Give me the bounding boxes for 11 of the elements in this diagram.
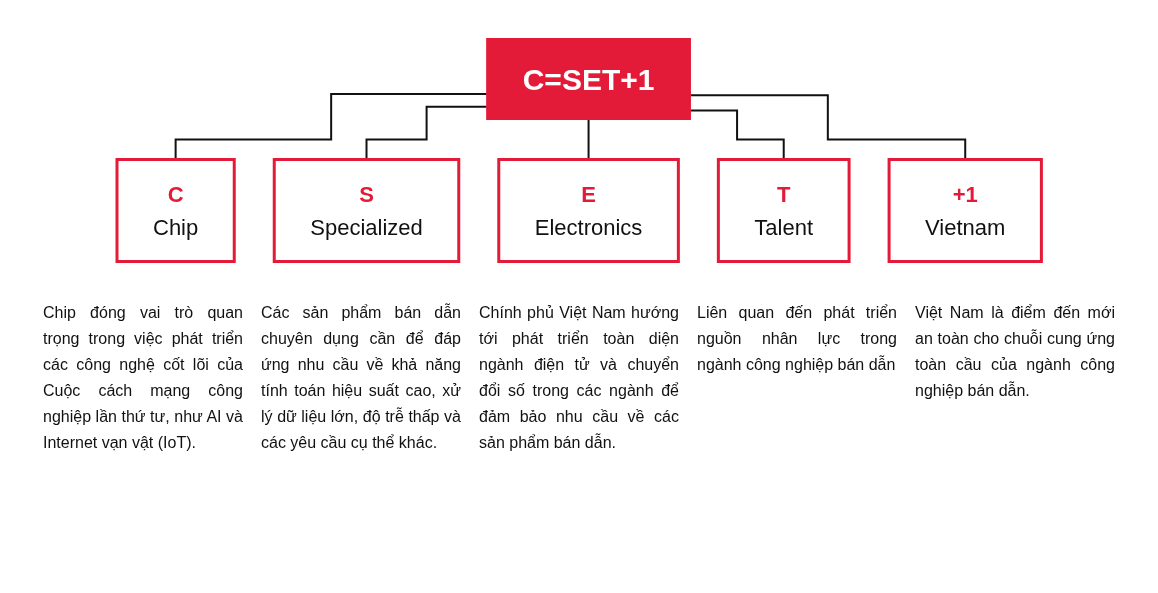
description-text: Liên quan đến phát triển nguồn nhân lực trong ngành công nghiệp bán dẫn bbox=[697, 303, 897, 375]
node-box: T Talent bbox=[716, 158, 851, 263]
description-text: Chính phủ Việt Nam hướng tới phát triển toàn diện ngành điện tử và chuyển đổi số trong các ngành để đảm bảo nhu cầu về các sản phẩm bán dẫn. bbox=[479, 303, 679, 453]
node-box: E Electronics bbox=[497, 158, 680, 263]
description-text: Chip đóng vai trò quan trọng trong việc phát triển các công nghệ cốt lõi của Cuộc cách mạng công nghiệp lần thứ tư, như AI và Internet vạn vật (IoT). bbox=[43, 303, 243, 453]
node-box: C=SET+1 bbox=[486, 38, 691, 120]
description-text: Các sản phẩm bán dẫn chuyên dụng cần để đáp ứng nhu cầu về khả năng tính toán hiệu suất cao, xử lý dữ liệu lớn, độ trễ thấp và các yêu cầu cụ thể khác. bbox=[261, 302, 461, 453]
node-box: +1 Vietnam bbox=[887, 158, 1043, 263]
node-box: C Chip bbox=[115, 158, 236, 263]
node-box: S Specialized bbox=[272, 158, 461, 263]
description-text: Việt Nam là điểm đến mới an toàn cho chuỗi cung ứng toàn cầu của ngành công nghiệp bán dẫn. bbox=[915, 303, 1115, 401]
